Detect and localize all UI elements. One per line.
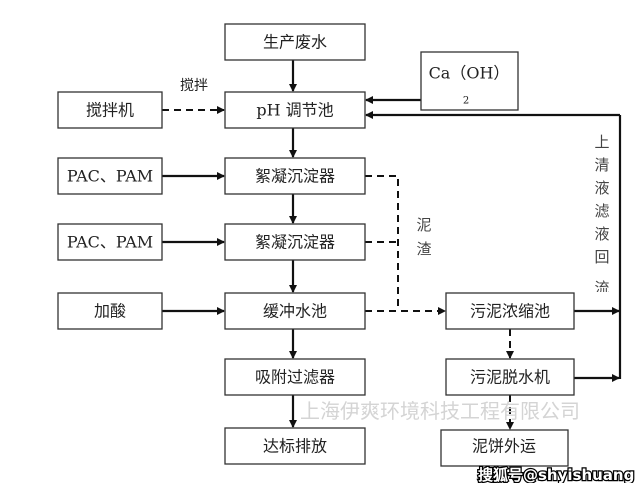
stir-label: 搅拌 (180, 78, 208, 94)
box-label: PAC、PAM (67, 167, 153, 186)
box-label: 加酸 (94, 302, 126, 321)
box-label: 生产废水 (263, 33, 327, 52)
sludge-label: 渣 (416, 240, 431, 258)
box-caoh: Ca（OH） 2 (420, 51, 519, 111)
box-label: pH 调节池 (256, 101, 333, 120)
box-discharge: 达标排放 (224, 427, 366, 465)
return-char: 流 (594, 279, 609, 297)
return-char: 回 (594, 248, 609, 266)
box-label: Ca（OH） (429, 64, 510, 83)
return-label: 上 清 液 滤 液 回 流 (594, 133, 609, 297)
box-label: 絮凝沉淀器 (255, 233, 335, 252)
box-label: 吸附过滤器 (255, 368, 335, 387)
box-label: 絮凝沉淀器 (255, 167, 335, 186)
box-adsorb: 吸附过滤器 (224, 358, 366, 396)
box-acid: 加酸 (57, 292, 163, 330)
sludge-label: 泥 (416, 216, 431, 234)
box-floc1: 絮凝沉淀器 (224, 157, 366, 195)
box-label: 达标排放 (263, 437, 327, 456)
box-buffer: 缓冲水池 (224, 292, 366, 330)
sohu-watermark: 搜狐号@shyishuang (478, 466, 634, 483)
company-watermark: 上海伊爽环境科技工程有限公司 (300, 399, 580, 423)
box-label: 污泥浓缩池 (470, 302, 550, 321)
return-char: 液 (594, 179, 609, 197)
box-thickener: 污泥浓缩池 (445, 292, 575, 330)
box-floc2: 絮凝沉淀器 (224, 223, 366, 261)
box-subscript: 2 (463, 96, 469, 107)
box-label: 泥饼外运 (472, 437, 536, 456)
box-dewater: 污泥脱水机 (445, 358, 575, 396)
return-char: 滤 (594, 202, 609, 220)
box-pac2: PAC、PAM (57, 223, 163, 261)
box-ph-tank: pH 调节池 (224, 91, 366, 129)
return-char: 上 (594, 133, 609, 151)
box-mixer: 搅拌机 (57, 91, 163, 129)
box-label: 污泥脱水机 (470, 368, 550, 387)
box-label: 缓冲水池 (263, 302, 327, 321)
box-label: PAC、PAM (67, 233, 153, 252)
return-char: 液 (594, 225, 609, 243)
box-pac1: PAC、PAM (57, 157, 163, 195)
sludge-line-floc1 (365, 175, 399, 311)
return-char: 清 (594, 156, 609, 174)
box-wastewater: 生产废水 (224, 23, 366, 61)
box-label: 搅拌机 (86, 101, 134, 120)
box-cake: 泥饼外运 (440, 429, 569, 467)
